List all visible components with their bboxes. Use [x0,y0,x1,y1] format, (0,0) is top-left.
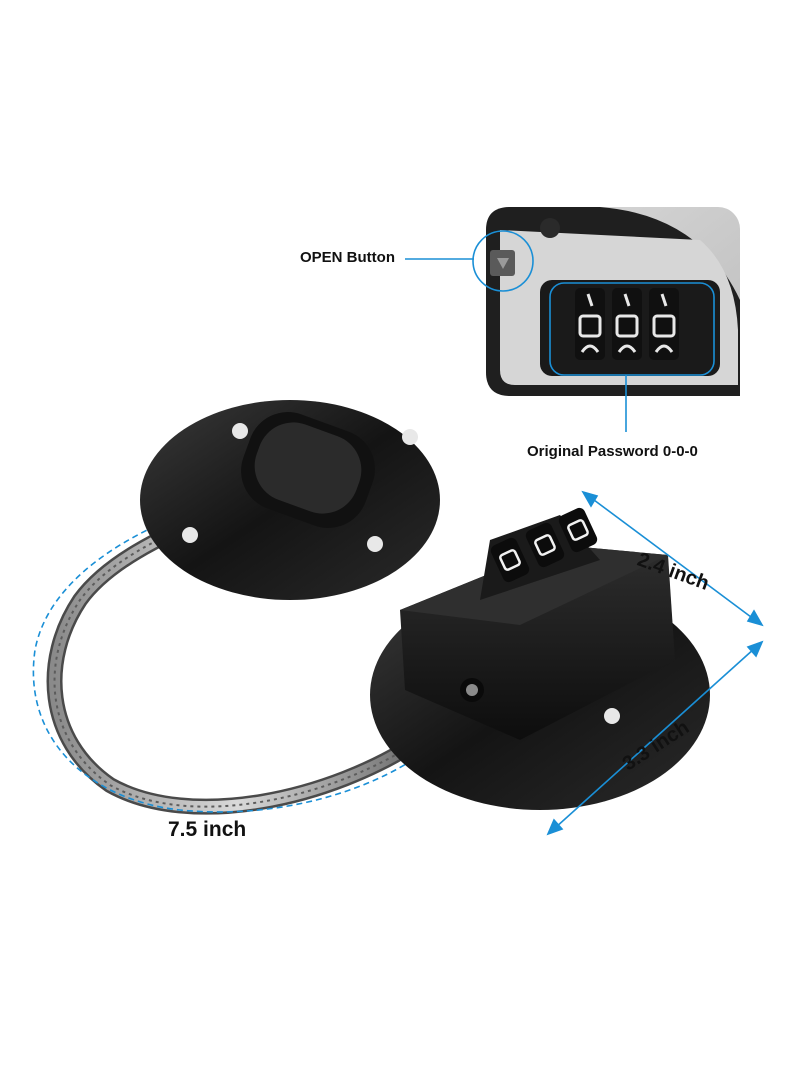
combination-dials [490,507,598,583]
callout-lines [405,230,715,432]
width-dimension-arrow [581,490,764,627]
height-dimension-arrow [546,640,764,836]
upper-mount-plate [140,400,440,600]
cable-length-label: 7.5 inch [168,818,247,841]
triangle-icon [497,258,509,269]
open-button-callout: OPEN Button [300,249,395,266]
zoom-inset [486,207,740,396]
password-callout: Original Password 0-0-0 [527,443,698,460]
inset-dials [575,288,679,360]
length-dimension-arc [32,494,421,813]
